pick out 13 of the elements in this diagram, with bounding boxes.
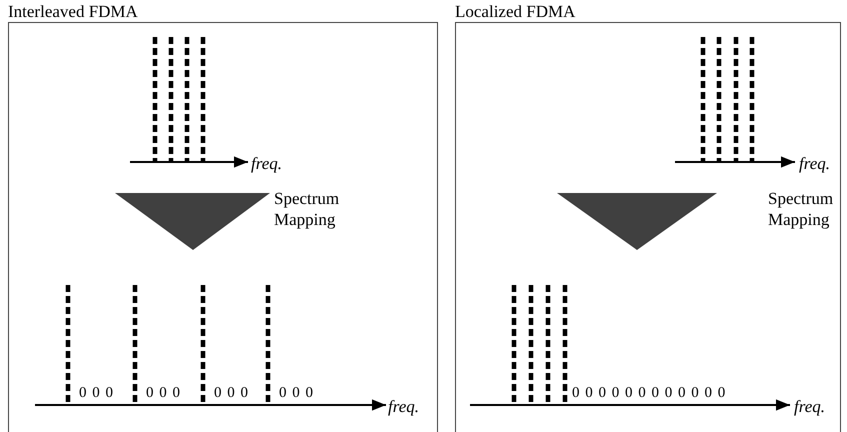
mapping-label: Spectrum Mapping — [768, 188, 834, 230]
axis-label: freq. — [794, 398, 826, 415]
zero-subcarriers: 0 0 0 — [214, 386, 249, 401]
zero-subcarriers: 0 0 0 — [279, 386, 314, 401]
axis-label: freq. — [799, 155, 830, 172]
zero-subcarriers: 0 0 0 0 0 0 0 0 0 0 0 0 — [572, 386, 726, 401]
panel-heading: Interleaved FDMA — [8, 3, 138, 20]
zero-subcarriers: 0 0 0 — [79, 386, 114, 401]
axis-label: freq. — [388, 398, 420, 415]
axis-label: freq. — [251, 155, 282, 172]
panel-heading: Localized FDMA — [455, 3, 576, 20]
zero-subcarriers: 0 0 0 — [146, 386, 181, 401]
mapping-label: Spectrum Mapping — [274, 188, 340, 230]
